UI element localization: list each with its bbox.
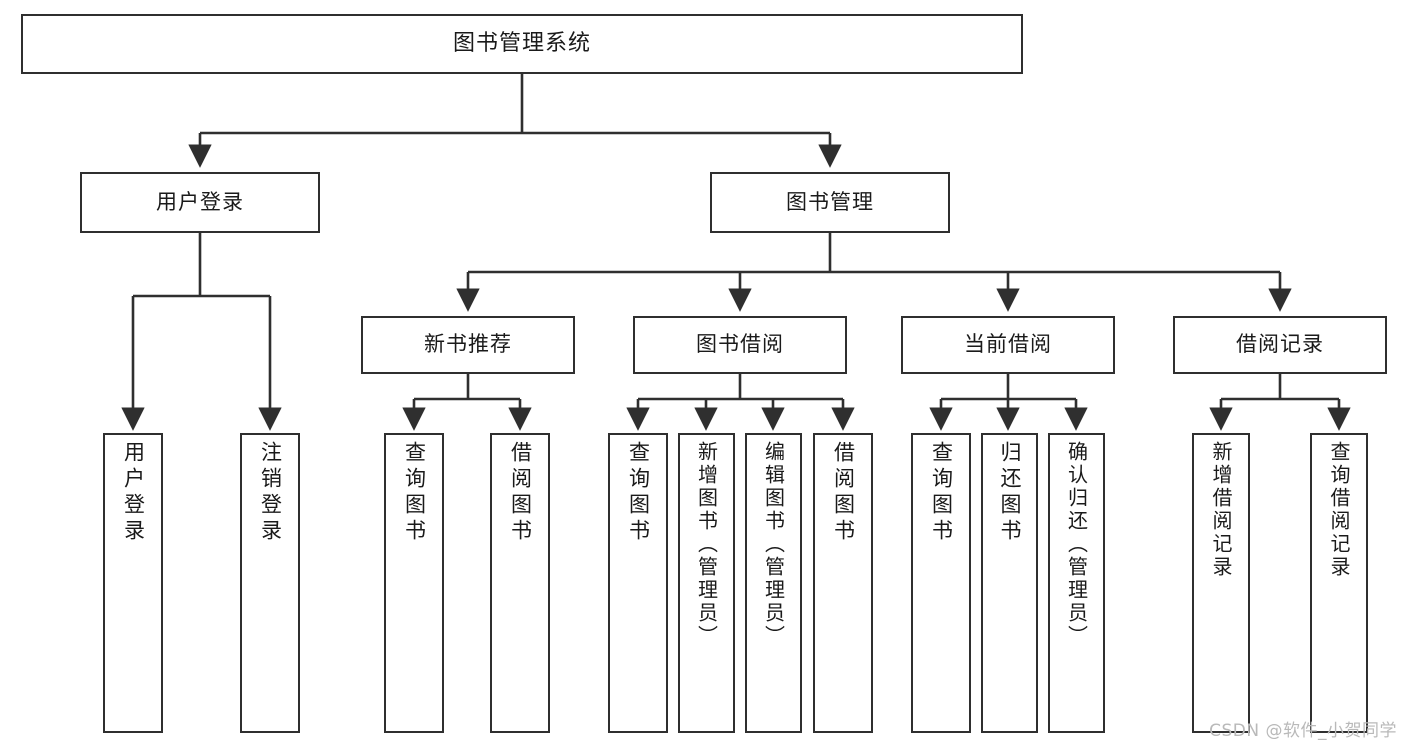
node-leaf-query-book-newbook[interactable]: 查询图书 (384, 433, 444, 733)
node-label: 图书管理 (786, 189, 874, 214)
watermark-text: CSDN @软件_小贺同学 (1209, 721, 1397, 741)
node-borrowing-records[interactable]: 借阅记录 (1173, 316, 1387, 374)
node-new-book-recommendation[interactable]: 新书推荐 (361, 316, 575, 374)
node-leaf-return-book[interactable]: 归还图书 (981, 433, 1038, 733)
node-book-management[interactable]: 图书管理 (710, 172, 950, 233)
node-leaf-query-borrow-record[interactable]: 查询借阅记录 (1310, 433, 1368, 733)
node-book-borrowing[interactable]: 图书借阅 (633, 316, 847, 374)
node-label: 查询图书 (626, 441, 651, 545)
node-leaf-edit-book-admin[interactable]: 编辑图书（管理员） (745, 433, 802, 733)
node-leaf-borrow-book[interactable]: 借阅图书 (813, 433, 873, 733)
node-label: 用户登录 (121, 441, 146, 545)
node-label: 新增借阅记录 (1209, 441, 1233, 579)
node-label: 借阅记录 (1236, 332, 1324, 357)
node-leaf-borrow-book-newbook[interactable]: 借阅图书 (490, 433, 550, 733)
node-label: 新增图书（管理员） (694, 441, 719, 648)
node-leaf-confirm-return-admin[interactable]: 确认归还（管理员） (1048, 433, 1105, 733)
node-label: 查询借阅记录 (1327, 441, 1351, 579)
node-label: 借阅图书 (831, 441, 856, 545)
node-label: 编辑图书（管理员） (761, 441, 786, 648)
node-label: 图书管理系统 (452, 30, 591, 56)
node-label: 查询图书 (929, 441, 954, 545)
node-current-borrowing[interactable]: 当前借阅 (901, 316, 1115, 374)
node-label: 确认归还（管理员） (1064, 441, 1089, 648)
node-label: 注销登录 (258, 441, 283, 545)
node-leaf-add-book-admin[interactable]: 新增图书（管理员） (678, 433, 735, 733)
node-user-login[interactable]: 用户登录 (80, 172, 320, 233)
node-label: 用户登录 (156, 189, 244, 214)
node-leaf-user-login[interactable]: 用户登录 (103, 433, 163, 733)
node-label: 查询图书 (402, 441, 427, 545)
node-label: 归还图书 (998, 441, 1022, 545)
node-root-book-management-system[interactable]: 图书管理系统 (21, 14, 1023, 74)
node-leaf-add-borrow-record[interactable]: 新增借阅记录 (1192, 433, 1250, 733)
node-leaf-query-book-current[interactable]: 查询图书 (911, 433, 971, 733)
node-leaf-logout[interactable]: 注销登录 (240, 433, 300, 733)
node-label: 新书推荐 (424, 332, 512, 357)
node-leaf-query-book-borrow[interactable]: 查询图书 (608, 433, 668, 733)
node-label: 当前借阅 (964, 332, 1052, 357)
node-label: 借阅图书 (508, 441, 533, 545)
node-label: 图书借阅 (696, 332, 784, 357)
